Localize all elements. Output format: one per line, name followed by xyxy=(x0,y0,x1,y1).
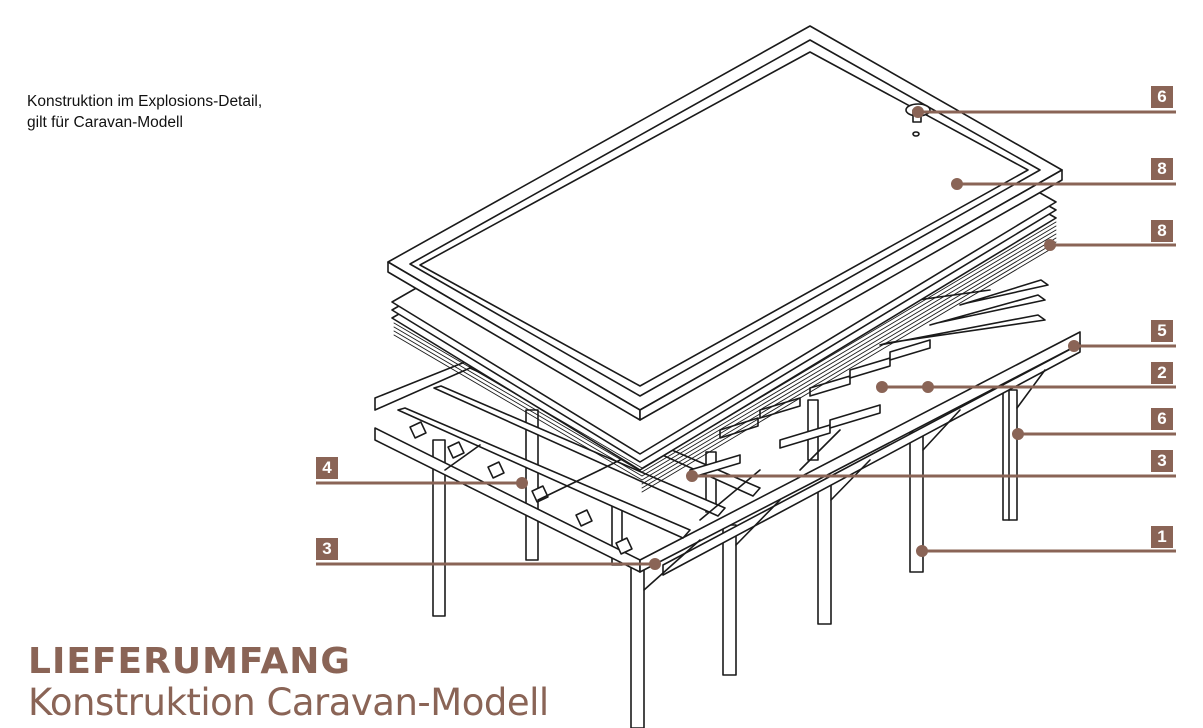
diagram-caption: Konstruktion im Explosions-Detail, gilt … xyxy=(27,91,262,133)
cross-battens xyxy=(409,339,931,555)
callout-3-left: 3 xyxy=(316,538,338,560)
posts xyxy=(432,389,1018,728)
page-title: LIEFERUMFANG xyxy=(28,641,351,682)
callout-3-right: 3 xyxy=(1151,450,1173,472)
callout-8-upper: 8 xyxy=(1151,158,1173,180)
corrugation-hatch xyxy=(393,221,1057,493)
callout-8-lower: 8 xyxy=(1151,220,1173,242)
callout-6-post: 6 xyxy=(1151,408,1173,430)
caption-line-1: Konstruktion im Explosions-Detail, xyxy=(27,93,263,110)
frame-beams xyxy=(374,289,1081,576)
callout-4: 4 xyxy=(316,457,338,479)
leader-lines xyxy=(316,106,1176,570)
caption-line-2: gilt für Caravan-Modell xyxy=(27,114,183,131)
callout-2: 2 xyxy=(1151,362,1173,384)
callout-6-top: 6 xyxy=(1151,86,1173,108)
page-subtitle: Konstruktion Caravan-Modell xyxy=(28,681,549,724)
callout-5: 5 xyxy=(1151,320,1173,342)
roof-panel xyxy=(387,25,1063,421)
callout-1: 1 xyxy=(1151,526,1173,548)
